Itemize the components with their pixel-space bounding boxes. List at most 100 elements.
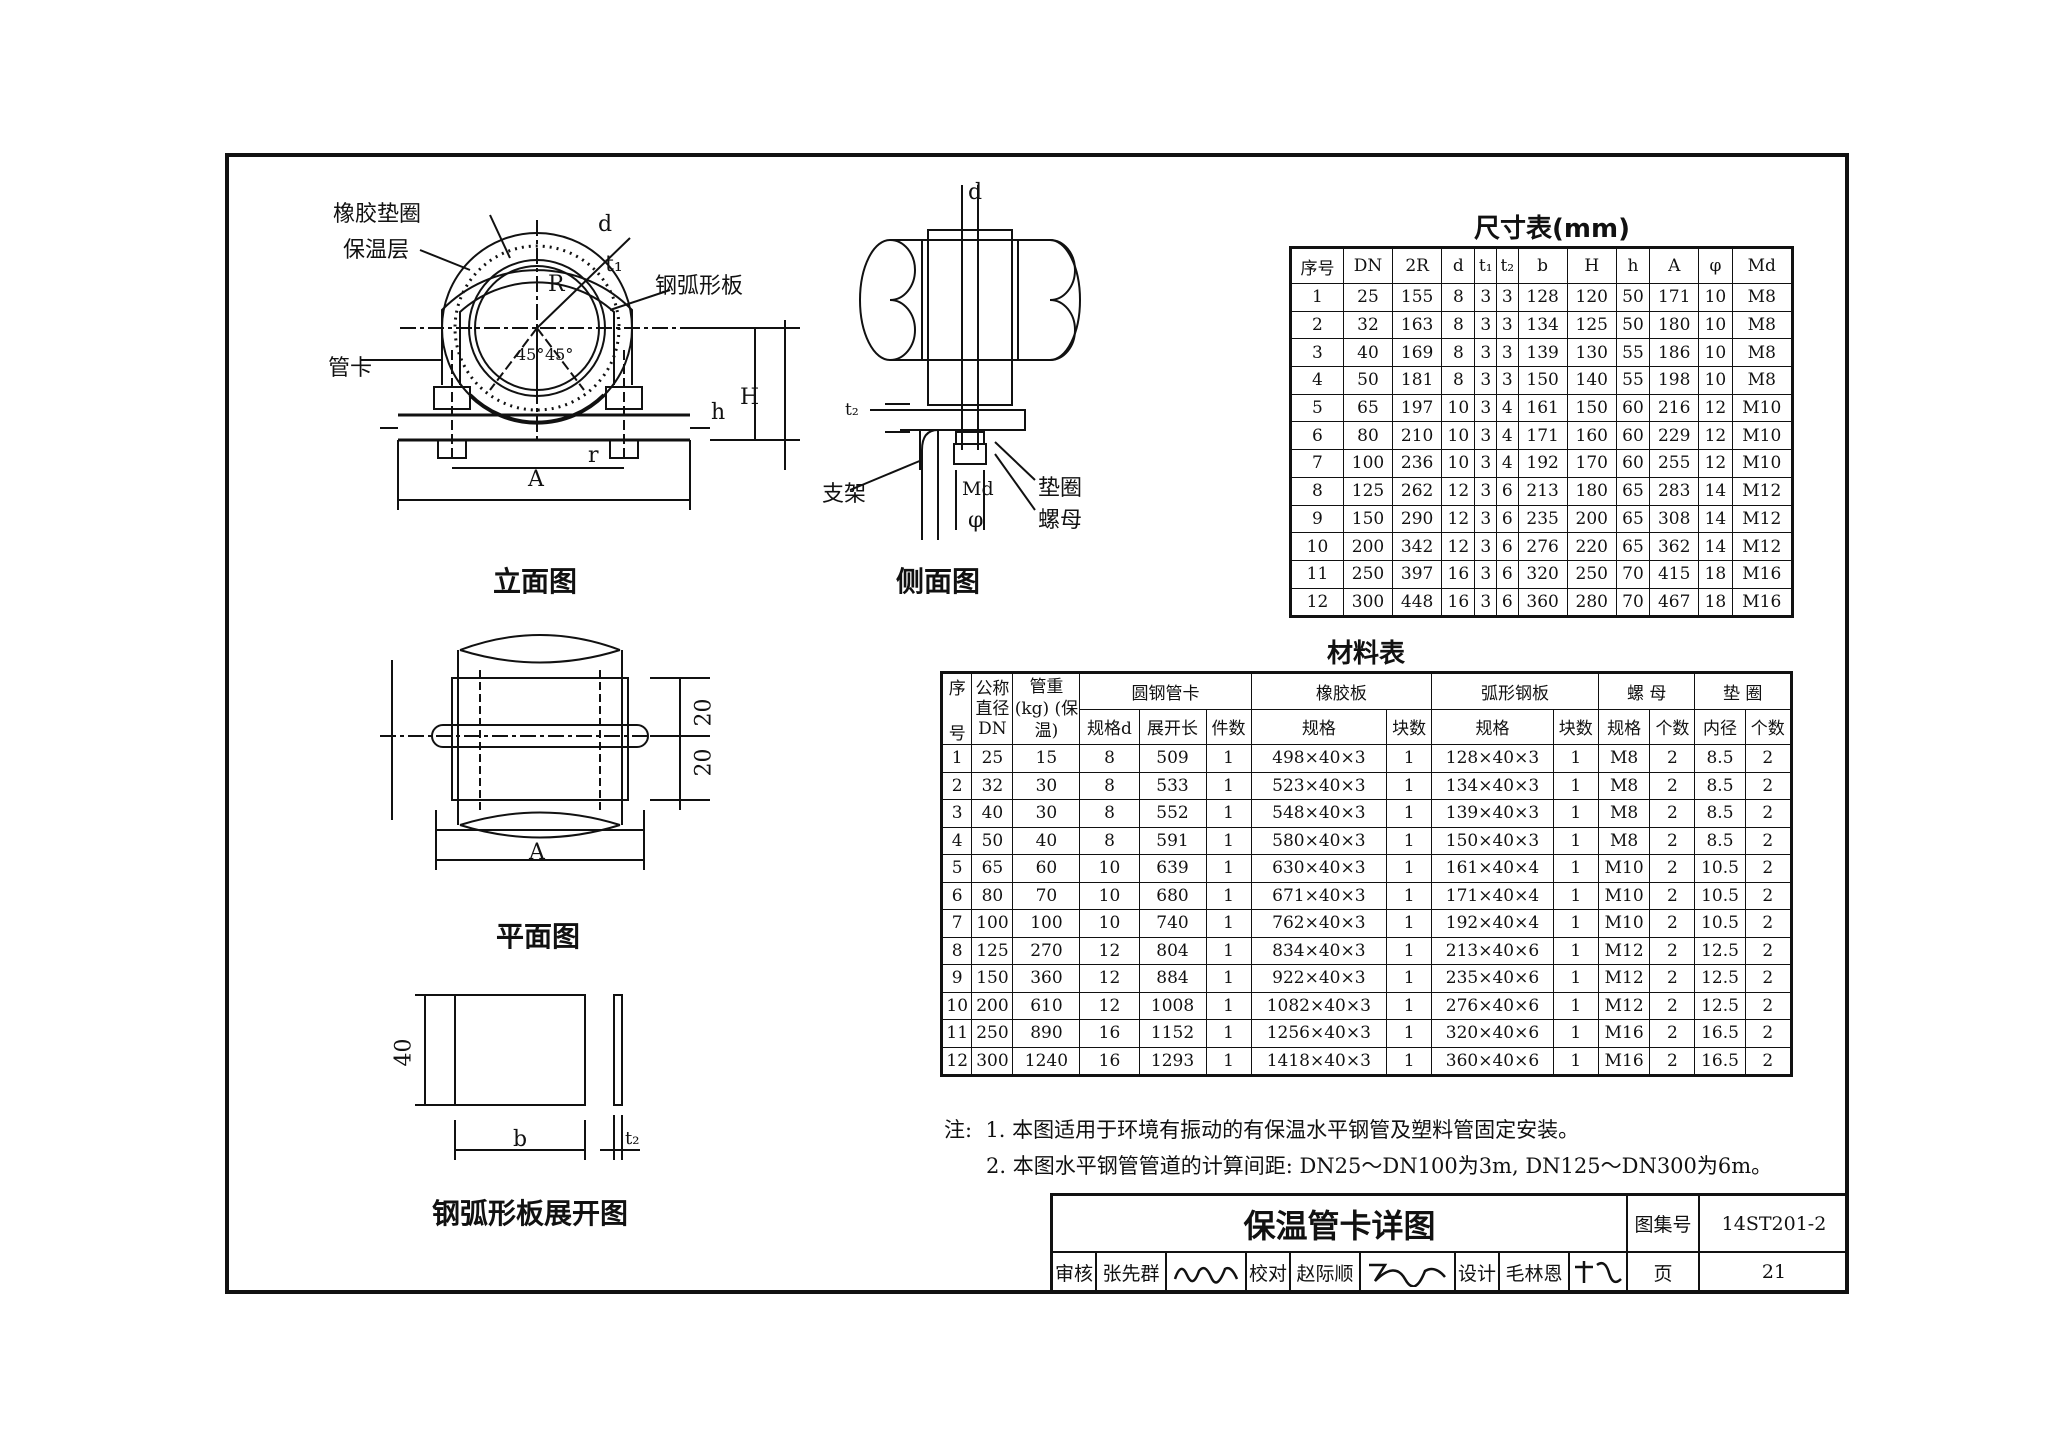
- table-cell: 1: [1205, 964, 1252, 993]
- table-cell: 65: [1615, 504, 1651, 534]
- unfold-dim-40: 40: [391, 1038, 417, 1067]
- table-cell: 12: [1698, 449, 1733, 478]
- table-cell: 280: [1566, 587, 1617, 618]
- table-cell: 200: [971, 991, 1014, 1020]
- table-cell: 18: [1698, 587, 1733, 618]
- table-cell: 2: [1649, 1046, 1696, 1076]
- table-cell: 2: [1649, 991, 1696, 1020]
- table-cell: 8: [1079, 826, 1140, 855]
- table-cell: 3: [1474, 421, 1498, 451]
- reviewer-signature-mark: [1173, 1266, 1239, 1284]
- table-cell: 30: [1012, 771, 1081, 800]
- table-cell: 1082×40×3: [1250, 991, 1388, 1020]
- dim-header-cell: H: [1566, 247, 1617, 284]
- label-R: R: [548, 272, 565, 297]
- table-cell: 2: [1744, 936, 1793, 965]
- table-cell: 14: [1698, 476, 1733, 506]
- table-cell: 10: [1441, 421, 1476, 451]
- table-cell: 40: [971, 799, 1014, 828]
- table-cell: 65: [1615, 476, 1651, 506]
- table-cell: 7: [1290, 449, 1344, 478]
- atlas-number: 14ST201-2: [1700, 1196, 1848, 1253]
- unfold-label-t2: t₂: [625, 1128, 640, 1149]
- unfold-label-b: b: [513, 1127, 528, 1152]
- table-cell: 30: [1012, 799, 1081, 828]
- table-cell: M10: [1597, 854, 1651, 883]
- dim-header-cell: DN: [1342, 247, 1394, 284]
- table-cell: 2: [940, 771, 973, 800]
- table-cell: 18: [1698, 559, 1733, 589]
- table-cell: 1: [1386, 909, 1433, 938]
- table-cell: 160: [1566, 421, 1617, 451]
- elevation-view-title: 立面图: [493, 565, 578, 598]
- table-cell: 523×40×3: [1250, 771, 1388, 800]
- table-cell: 890: [1012, 1019, 1081, 1048]
- table-cell: 12: [1079, 936, 1140, 965]
- table-cell: 50: [1615, 283, 1651, 312]
- table-cell: 5: [1290, 393, 1344, 423]
- table-cell: 16: [1441, 587, 1476, 618]
- table-cell: M12: [1731, 504, 1794, 534]
- table-cell: 6: [1290, 421, 1344, 451]
- table-cell: 25: [971, 744, 1014, 773]
- table-cell: 498×40×3: [1250, 744, 1388, 773]
- table-cell: 3: [1474, 283, 1498, 312]
- table-cell: 180: [1566, 476, 1617, 506]
- table-cell: 80: [971, 881, 1014, 910]
- table-cell: 10: [1698, 310, 1733, 340]
- table-cell: 6: [1496, 504, 1519, 534]
- table-cell: 3: [1496, 366, 1519, 395]
- table-cell: 155: [1392, 283, 1443, 312]
- mat-head-dn: 公称直径 DN: [971, 672, 1014, 745]
- table-cell: 467: [1649, 587, 1700, 618]
- table-cell: 1: [1205, 1046, 1252, 1076]
- table-cell: 630×40×3: [1250, 854, 1388, 883]
- table-cell: 150×40×3: [1431, 826, 1554, 855]
- table-cell: 80: [1342, 421, 1394, 451]
- table-cell: 10: [1079, 881, 1140, 910]
- table-cell: 250: [1566, 559, 1617, 589]
- table-cell: 2: [1649, 964, 1696, 993]
- table-cell: 2: [1649, 744, 1696, 773]
- table-cell: 100: [1012, 909, 1081, 938]
- label-steel-arc-plate: 钢弧形板: [655, 274, 744, 299]
- mat-head-rubber-qty: 块数: [1386, 708, 1433, 745]
- table-cell: 12: [1079, 991, 1140, 1020]
- table-cell: 60: [1615, 449, 1651, 478]
- side-view-drawing: [849, 185, 1081, 540]
- label-angle2: 45°: [545, 345, 574, 364]
- table-cell: 170: [1566, 449, 1617, 478]
- table-cell: M12: [1731, 532, 1794, 561]
- table-cell: 180: [1649, 310, 1700, 340]
- table-cell: 1: [1552, 799, 1599, 828]
- checker-signature: [1361, 1253, 1456, 1291]
- table-cell: 1: [1552, 771, 1599, 800]
- dim-header-cell: Md: [1731, 247, 1794, 284]
- table-cell: 125: [971, 936, 1014, 965]
- table-cell: 1418×40×3: [1250, 1046, 1388, 1076]
- side-label-Md: Md: [962, 478, 994, 500]
- table-cell: 10: [1079, 854, 1140, 883]
- table-cell: 4: [1496, 449, 1519, 478]
- table-cell: 8.5: [1694, 771, 1746, 800]
- table-cell: 1: [1290, 283, 1344, 312]
- table-cell: 8: [1079, 799, 1140, 828]
- table-cell: 220: [1566, 532, 1617, 561]
- label-H: H: [740, 385, 760, 410]
- table-cell: 1: [1552, 991, 1599, 1020]
- table-cell: 12: [1698, 393, 1733, 423]
- dim-header-cell: t₂: [1496, 247, 1519, 284]
- table-cell: 300: [1342, 587, 1394, 618]
- table-cell: 1: [1552, 964, 1599, 993]
- table-cell: 300: [971, 1046, 1014, 1076]
- table-cell: 342: [1392, 532, 1443, 561]
- table-cell: 171: [1649, 283, 1700, 312]
